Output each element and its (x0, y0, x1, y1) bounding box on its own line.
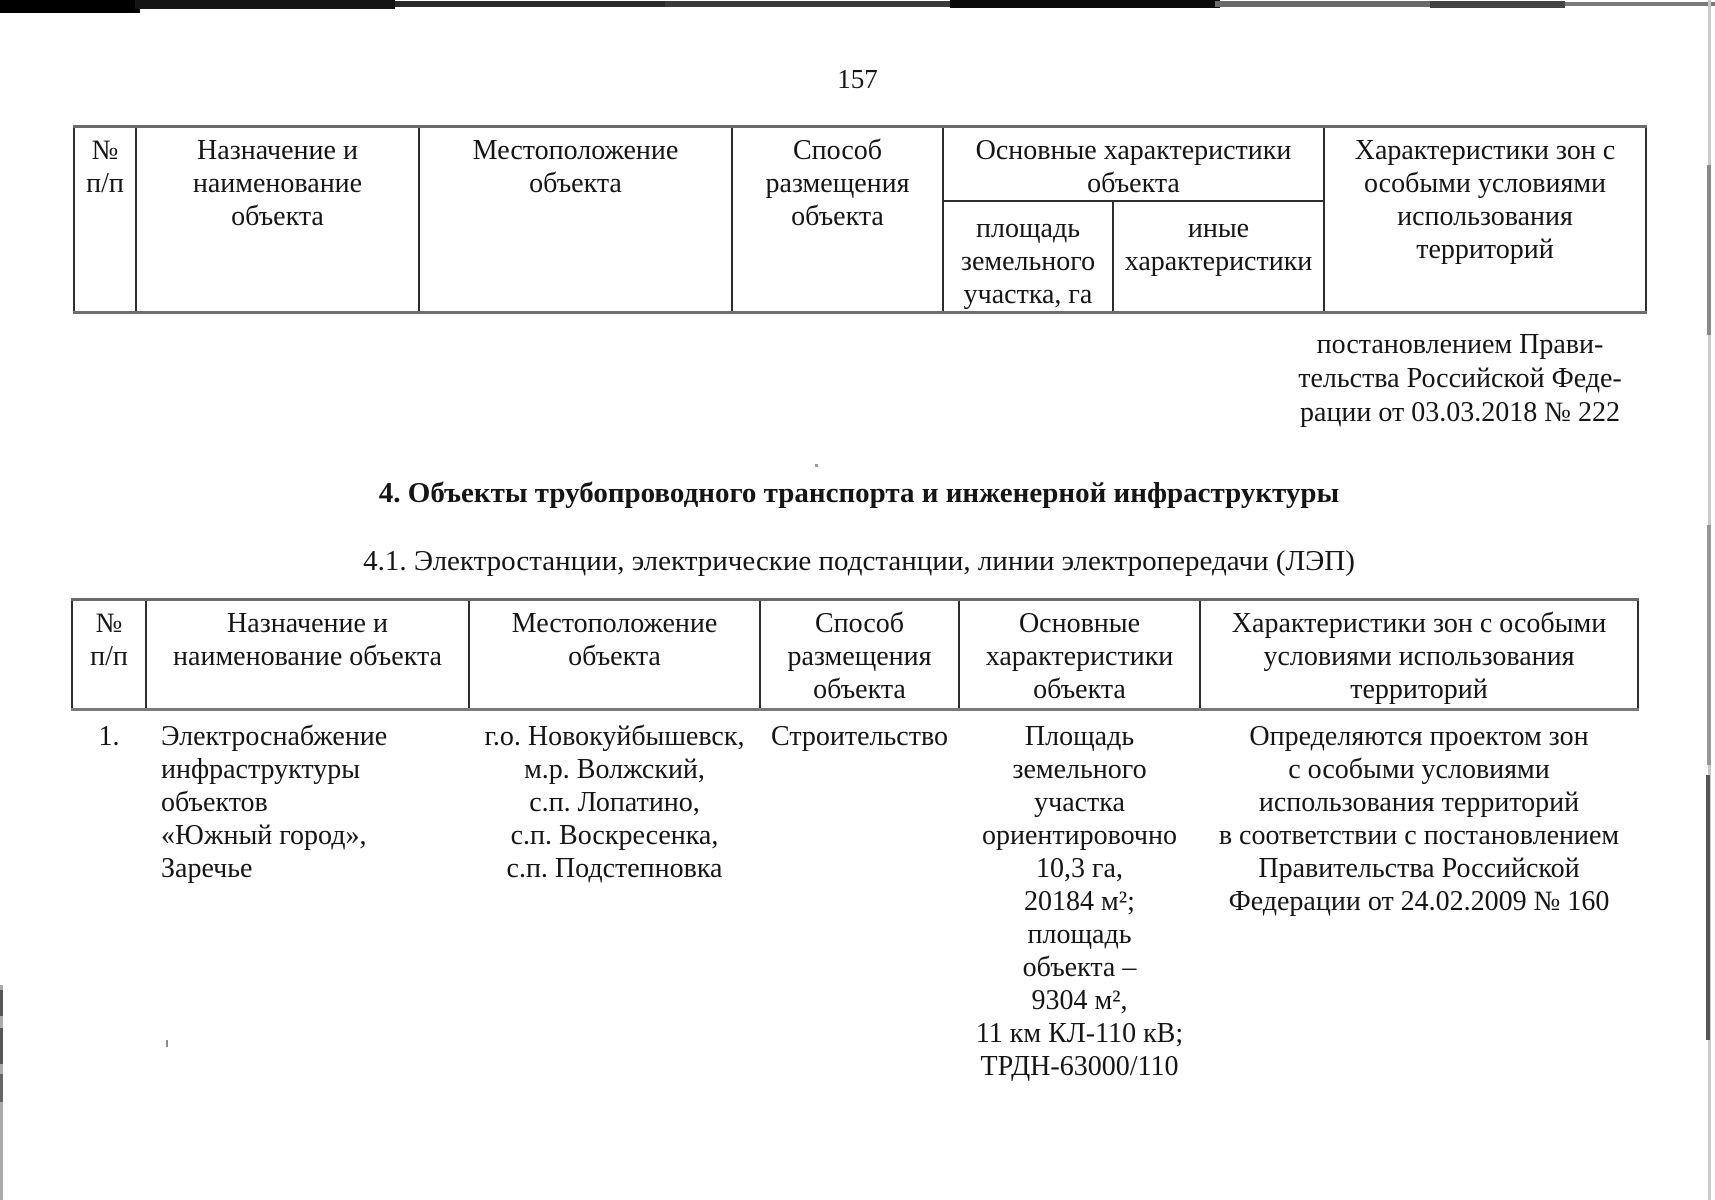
section-heading: 4. Объекты трубопроводного транспорта и … (378, 477, 1340, 509)
scan-artifact-top-band (1565, 2, 1715, 6)
t1-header-zones: Характеристики зон с особыми условиями и… (1323, 125, 1647, 314)
scan-artifact-right-line (1708, 0, 1711, 1200)
scan-artifact-top-band (1430, 1, 1565, 8)
scan-artifact-top-band (0, 0, 140, 13)
scan-speck (815, 464, 818, 467)
scan-artifact-top-band (665, 1, 955, 7)
scan-artifact-right-line (1707, 525, 1711, 765)
scan-artifact-top-band (950, 0, 1220, 8)
t2-header-zones: Характеристики зон с особыми условиями и… (1199, 598, 1639, 711)
t2-cell-placement: Строительство (771, 721, 948, 752)
t2-header-main: Основные характеристики объекта (958, 598, 1201, 711)
t2-cell-num: 1. (98, 721, 120, 752)
scan-artifact-left-line (0, 1028, 3, 1064)
scan-artifact-right-line (1707, 165, 1711, 335)
scan-artifact-left-line (0, 1074, 3, 1102)
t2-cell-main: Площадь земельного участка ориентировочн… (975, 721, 1184, 1082)
t2-header-placement: Способ размещения объекта (759, 598, 960, 711)
t1-header-num: № п/п (73, 125, 137, 314)
scan-artifact-left-line (0, 985, 3, 1200)
section-subheading: 4.1. Электростанции, электрические подст… (363, 545, 1355, 577)
scan-artifact-left-line (0, 990, 3, 1016)
t2-cell-purpose: Электроснабжение инфраструктуры объектов… (161, 721, 388, 884)
scan-artifact-right-line (1706, 775, 1710, 1040)
t1-header-other: иные характеристики (1112, 200, 1325, 314)
t2-header-purpose: Назначение и наименование объекта (145, 598, 470, 711)
page-number: 157 (837, 64, 878, 94)
t2-header-location: Местоположение объекта (468, 598, 761, 711)
registry-table-continued: № п/п Назначение и наименование объекта … (73, 125, 1647, 314)
section-41-table: № п/п Назначение и наименование объекта … (71, 598, 1639, 1182)
t1-header-land-area: площадь земельного участка, га (942, 200, 1114, 314)
scan-artifact-top-band (135, 0, 395, 9)
amendment-note: постановлением Прави- тельства Российско… (1298, 329, 1622, 428)
t2-header-row: № п/п Назначение и наименование объекта … (71, 598, 1639, 711)
t1-header-location: Местоположение объекта (418, 125, 733, 314)
scan-artifact-top-band (1215, 1, 1430, 7)
t1-header-main-group: Основные характеристики объекта (942, 125, 1325, 202)
t2-header-num: № п/п (71, 598, 147, 711)
table-row: 1. Электроснабжение инфраструктуры объек… (72, 710, 1638, 1183)
t2-cell-zones: Определяются проектом зон с особыми усло… (1218, 721, 1620, 917)
t1-header-placement: Способ размещения объекта (731, 125, 944, 314)
t2-cell-location: г.о. Новокуйбышевск, м.р. Волжский, с.п.… (484, 721, 745, 884)
scan-artifact-top-band (395, 1, 665, 7)
t1-header-purpose: Назначение и наименование объекта (135, 125, 420, 314)
